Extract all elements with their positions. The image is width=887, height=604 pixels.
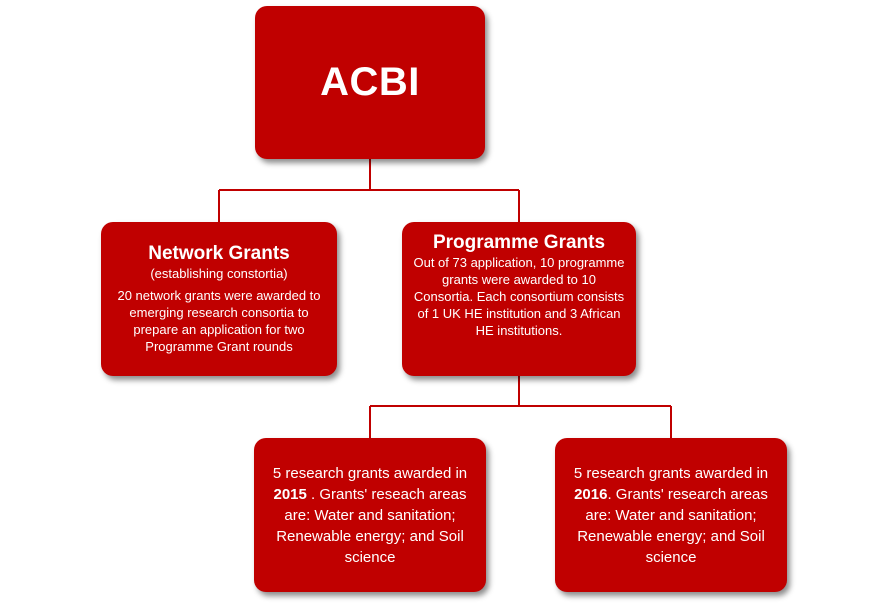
research-2015-prefix: 5 research grants awarded in — [272, 464, 468, 482]
network-grants-description: 20 network grants were awarded to emergi… — [117, 288, 321, 354]
programme-grants-description: Out of 73 application, 10 programme gran… — [413, 255, 625, 338]
research-grants-2015-box: 5 research grants awarded in 2015 . Gran… — [254, 438, 486, 592]
acbi-root-box: ACBI — [255, 6, 485, 159]
research-2016-prefix: 5 research grants awarded in — [573, 464, 769, 482]
network-grants-title: Network Grants — [148, 243, 290, 264]
programme-grants-box: Programme Grants Out of 73 application, … — [402, 222, 636, 376]
research-2015-suffix: . Grants' reseach areas are: Water and s… — [276, 485, 467, 566]
network-grants-box: Network Grants (establishing constortia)… — [101, 222, 337, 376]
research-2016-year: 2016 — [574, 485, 608, 503]
research-2016-suffix: . Grants' research areas are: Water and … — [577, 485, 768, 566]
research-grants-2016-text: 5 research grants awarded in 2016. Grant… — [569, 463, 773, 568]
research-grants-2015-text: 5 research grants awarded in 2015 . Gran… — [268, 463, 472, 568]
programme-grants-title: Programme Grants — [432, 232, 606, 253]
acbi-title: ACBI — [320, 60, 420, 104]
research-grants-2016-box: 5 research grants awarded in 2016. Grant… — [555, 438, 787, 592]
network-grants-subtitle: (establishing constortia) — [150, 266, 288, 281]
research-2015-year: 2015 — [273, 485, 307, 503]
